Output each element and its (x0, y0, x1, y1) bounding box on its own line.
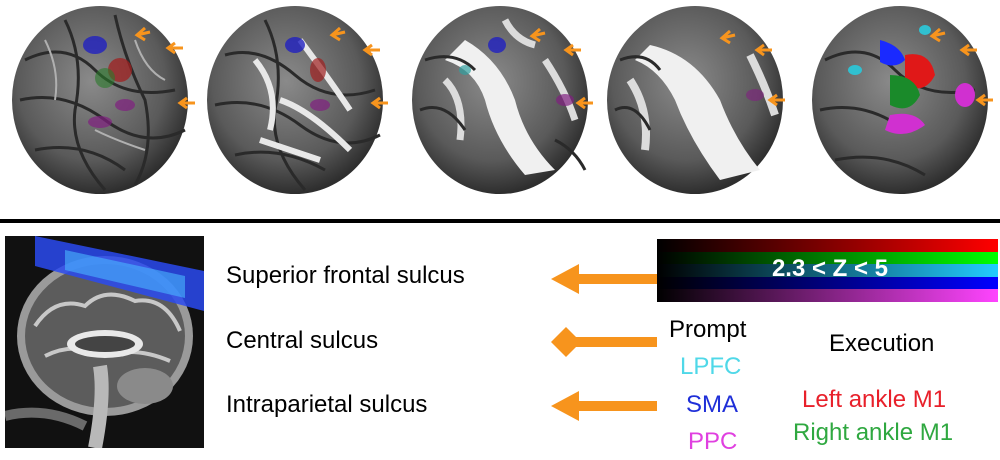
legend-item-lpfc: LPFC (680, 353, 742, 380)
arrow-icon-intraparietal (551, 391, 657, 421)
z-score-colorbar (657, 239, 998, 302)
legend-item-right-ankle-m1: Right ankle M1 (793, 419, 954, 446)
sagittal-mri-image (5, 236, 204, 448)
brain-panel-1 (5, 0, 195, 200)
sulcus-label-superior-frontal: Superior frontal sulcus (226, 262, 465, 289)
section-divider (0, 219, 1000, 223)
brain-panel-3 (405, 0, 595, 200)
legend-item-ppc: PPC (688, 428, 738, 455)
prompt-title: Prompt (669, 316, 747, 343)
diamond-arrow-icon-central (551, 327, 657, 357)
arrow-icon-superior-frontal (551, 264, 657, 294)
legend-item-sma: SMA (686, 391, 739, 418)
brain-panel-2 (200, 0, 390, 200)
z-threshold-label: 2.3 < Z < 5 (771, 255, 889, 282)
sulcus-label-intraparietal: Intraparietal sulcus (226, 391, 428, 418)
execution-title: Execution (829, 330, 935, 357)
sulcus-label-central: Central sulcus (226, 327, 379, 354)
brain-panel-5 (805, 0, 995, 200)
legend-item-left-ankle-m1: Left ankle M1 (802, 386, 947, 413)
brain-panel-4 (600, 0, 790, 200)
